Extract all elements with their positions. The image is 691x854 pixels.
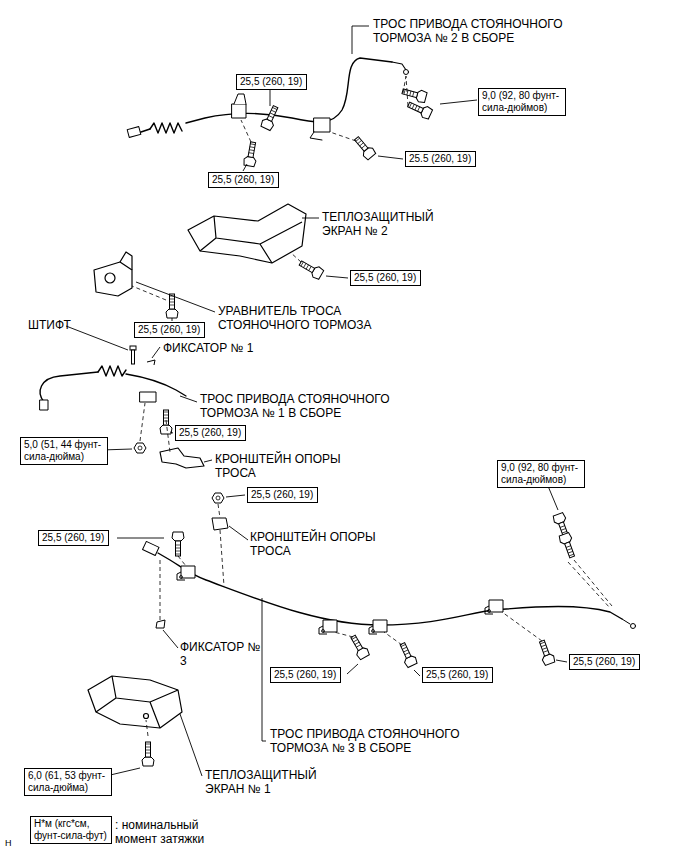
part-label: КРОНШТЕЙН ОПОРЫ ТРОСА xyxy=(215,452,355,481)
torque-value: 5,0 (51, 44 фунт-сила-дюйма) xyxy=(24,439,104,463)
part-label: ТЕПЛОЗАЩИТНЫЙ ЭКРАН № 2 xyxy=(322,210,462,239)
torque-value: 25,5 (260, 19) xyxy=(179,427,242,439)
part-label: ФИКСАТОР № 3 xyxy=(180,640,270,669)
torque-value: 25,5 (260, 19) xyxy=(212,174,275,186)
torque-value: 25,5 (260, 19) xyxy=(138,324,201,336)
torque-box: 25.5 (260, 19) xyxy=(405,151,476,167)
torque-value: 25,5 (260, 19) xyxy=(251,489,314,501)
torque-box: 25,5 (260, 19) xyxy=(350,270,421,286)
torque-value: 25,5 (260, 19) xyxy=(354,272,417,284)
torque-box: 25,5 (260, 19) xyxy=(569,654,640,670)
part-label: КРОНШТЕЙН ОПОРЫ ТРОСА xyxy=(250,530,390,559)
part-label: ТРОС ПРИВОДА СТОЯНОЧНОГО ТОРМОЗА № 1 В С… xyxy=(200,392,415,421)
torque-box: 25,5 (260, 19) xyxy=(270,667,341,683)
torque-box: 25,5 (260, 19) xyxy=(38,530,109,546)
torque-value: 6,0 (61, 53 фунт-сила-дюйма) xyxy=(28,770,108,794)
torque-value: 25.5 (260, 19) xyxy=(409,153,472,165)
torque-box: 25,5 (260, 19) xyxy=(134,322,205,338)
torque-box: 25,5 (260, 19) xyxy=(175,425,246,441)
torque-box: 9,0 (92, 80 фунт-сила-дюймов) xyxy=(497,460,585,488)
part-label: ТРОС ПРИВОДА СТОЯНОЧНОГО ТОРМОЗА № 2 В С… xyxy=(373,17,588,46)
part-label: ФИКСАТОР № 1 xyxy=(163,341,253,355)
torque-box: 25,5 (260, 19) xyxy=(208,172,279,188)
torque-value: 9,0 (92, 80 фунт-сила-дюймов) xyxy=(482,90,562,114)
part-label: УРАВНИТЕЛЬ ТРОСА СТОЯНОЧНОГО ТОРМОЗА xyxy=(218,304,393,333)
part-label: ТРОС ПРИВОДА СТОЯНОЧНОГО ТОРМОЗА № 3 В С… xyxy=(270,727,485,756)
torque-value: 25,5 (260, 19) xyxy=(274,669,337,681)
torque-box: 9,0 (92, 80 фунт-сила-дюймов) xyxy=(478,88,566,116)
torque-value: 25,5 (260, 19) xyxy=(573,656,636,668)
torque-value: 9,0 (92, 80 фунт-сила-дюймов) xyxy=(501,462,581,486)
part-label: ТЕПЛОЗАЩИТНЫЙ ЭКРАН № 1 xyxy=(205,768,345,797)
torque-value: 25,5 (260, 19) xyxy=(426,669,489,681)
torque-box: 5,0 (51, 44 фунт-сила-дюйма) xyxy=(20,437,108,465)
torque-box: 6,0 (61, 53 фунт-сила-дюйма) xyxy=(24,768,112,796)
torque-box: 25,5 (260, 19) xyxy=(422,667,493,683)
torque-box: 25,5 (260, 19) xyxy=(247,487,318,503)
torque-box: Н*м (кгс*см, фунт-сила-фут) xyxy=(30,816,112,844)
torque-value: Н*м (кгс*см, фунт-сила-фут) xyxy=(34,818,108,842)
part-label: : номинальный момент затяжки xyxy=(115,818,225,847)
part-label: H xyxy=(5,838,12,849)
part-label: ШТИФТ xyxy=(28,318,71,332)
torque-value: 25,5 (260, 19) xyxy=(240,76,303,88)
torque-box: 25,5 (260, 19) xyxy=(236,74,307,90)
torque-value: 25,5 (260, 19) xyxy=(42,532,105,544)
